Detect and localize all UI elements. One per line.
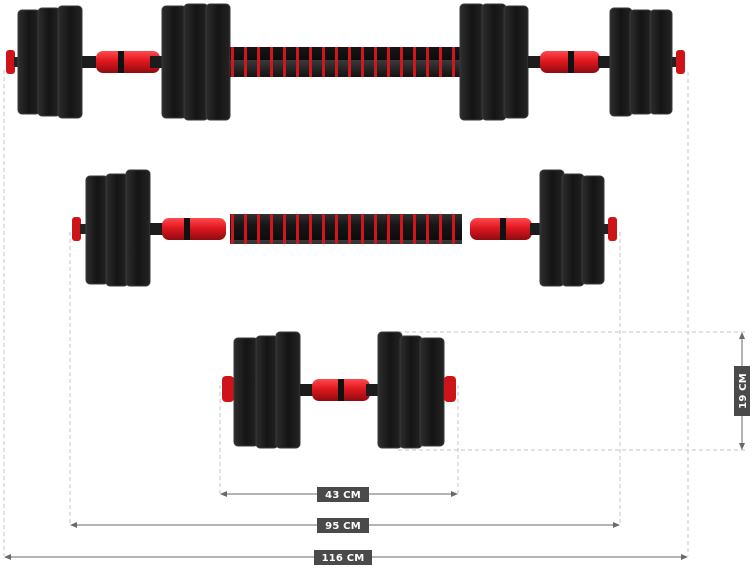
end-cap xyxy=(6,50,15,74)
dumbbell xyxy=(222,331,456,449)
dimension-95cm: 95 CM xyxy=(70,518,620,533)
dimension-43cm: 43 CM xyxy=(220,487,458,502)
dimension-label-95cm: 95 CM xyxy=(325,521,361,532)
end-cap xyxy=(676,50,685,74)
barbell-with-dumbbell-ends xyxy=(6,3,685,121)
end-cap xyxy=(608,217,617,241)
end-cap xyxy=(444,376,456,402)
foam-connector xyxy=(230,214,462,244)
weight-plates-right xyxy=(377,331,445,449)
weight-plates-left-outer xyxy=(17,5,83,119)
foam-connector xyxy=(230,47,462,77)
barbell xyxy=(72,169,617,287)
dimension-guides xyxy=(3,70,748,556)
weight-plates-right-inner xyxy=(459,3,529,121)
dimension-19cm: 19 CM xyxy=(734,332,750,450)
dimension-label-43cm: 43 CM xyxy=(325,490,361,501)
weight-plates-left xyxy=(233,331,301,449)
dimension-label-116cm: 116 CM xyxy=(322,553,365,564)
weight-plates-left xyxy=(85,169,151,287)
handle-grip-left xyxy=(96,51,160,73)
weight-plates-right xyxy=(539,169,605,287)
dimension-116cm: 116 CM xyxy=(4,550,688,565)
handle-grip-left xyxy=(162,218,226,240)
end-cap xyxy=(222,376,234,402)
weight-plates-left-inner xyxy=(161,3,231,121)
end-cap xyxy=(72,217,81,241)
dimension-label-19cm: 19 CM xyxy=(738,373,749,409)
weight-plates-right-outer xyxy=(609,7,673,117)
